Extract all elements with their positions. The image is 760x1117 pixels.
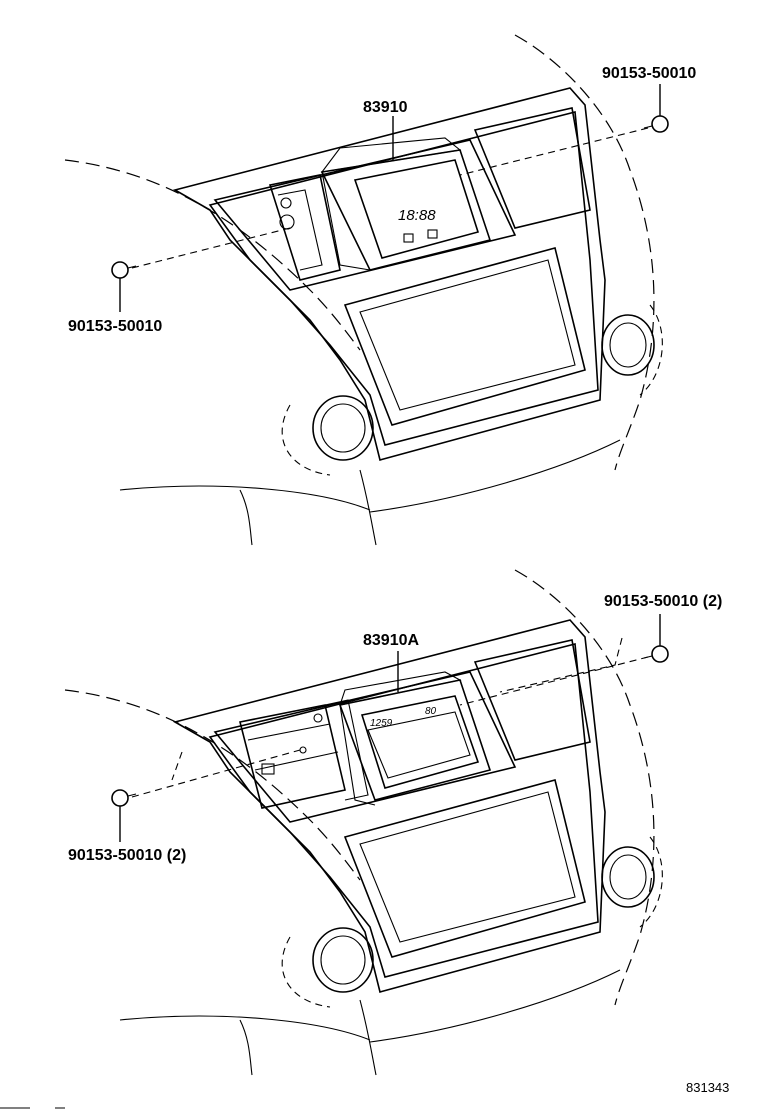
dash-edge	[369, 439, 621, 513]
bolt-line-left	[171, 751, 183, 781]
upper-pocket	[213, 671, 517, 823]
screen-opening-inner	[359, 791, 576, 943]
display-text-left: 1259	[370, 718, 393, 729]
bracket-hole	[299, 746, 307, 754]
dash-edge	[119, 1015, 371, 1041]
vent-opening	[473, 639, 591, 761]
bolt-left-icon	[111, 261, 137, 279]
clock-top	[320, 137, 462, 173]
bolt-line-right	[459, 127, 649, 176]
bracket-box	[239, 704, 346, 809]
dash-contour	[514, 34, 655, 471]
bolt-line-right	[499, 637, 623, 693]
bolt-label-top-left: 90153-50010	[68, 318, 162, 335]
dash-edge	[369, 969, 621, 1043]
vent-contour	[281, 936, 331, 1008]
bracket-hole	[280, 197, 292, 209]
center-bezel-inner	[208, 110, 599, 446]
clock-display-text: 18:88	[398, 207, 436, 224]
vent-contour	[281, 404, 331, 476]
screen-opening	[343, 247, 586, 426]
display-text-right: 80	[425, 706, 437, 717]
display-face	[360, 695, 480, 789]
display-side	[339, 704, 376, 806]
bracket-box-edge	[247, 723, 339, 771]
bolt-line-right	[459, 656, 649, 706]
round-vent-right	[601, 846, 655, 908]
bolt-left-icon	[111, 789, 137, 807]
dash-contour	[64, 689, 361, 881]
display-top	[339, 671, 462, 706]
round-vent-right-inner	[609, 322, 647, 368]
bolt-line-left	[131, 227, 291, 269]
bolt-label-bottom-left: 90153-50010 (2)	[68, 847, 186, 864]
bracket-hole	[313, 713, 323, 723]
dash-edge	[359, 469, 377, 546]
vent-contour	[639, 836, 663, 928]
bolt-right-icon	[643, 645, 669, 663]
dash-edge	[119, 485, 371, 511]
dash-contour	[514, 569, 655, 1006]
round-vent-left-inner	[320, 935, 366, 985]
reference-code: 831343	[686, 1080, 729, 1095]
top-assembly: 18:88 83910 90153-50010 90153-50010	[64, 34, 696, 546]
round-vent-right	[601, 314, 655, 376]
dash-edge	[359, 999, 377, 1076]
vent-opening	[473, 107, 591, 229]
part-label-top: 83910	[363, 99, 408, 116]
clock-bracket	[268, 174, 341, 281]
bolt-label-bottom-right: 90153-50010 (2)	[604, 593, 722, 610]
screen-opening-inner	[359, 259, 576, 411]
round-vent-left-inner	[320, 403, 366, 453]
round-vent-left	[312, 395, 374, 461]
round-vent-left	[312, 927, 374, 993]
bolt-line-left	[131, 749, 301, 798]
round-vent-right-inner	[609, 854, 647, 900]
bolt-right-icon	[643, 115, 669, 133]
part-label-bottom: 83910A	[363, 632, 419, 649]
bottom-assembly: 1259 80 83910A 90153-50010 (2)	[64, 569, 722, 1076]
clock-bracket-inner	[277, 189, 323, 271]
center-bezel-inner	[208, 642, 599, 978]
bracket-side	[324, 699, 369, 801]
clock-face	[353, 159, 480, 259]
bolt-label-top-right: 90153-50010	[602, 65, 696, 82]
dash-edge	[239, 489, 253, 546]
screen-opening	[343, 779, 586, 958]
upper-pocket	[213, 139, 517, 291]
bracket-tab	[261, 763, 275, 775]
vent-contour	[639, 304, 663, 396]
display-screen	[367, 711, 471, 779]
clock-button-icon	[403, 233, 414, 243]
dash-contour	[64, 159, 361, 351]
dash-edge	[239, 1019, 253, 1076]
clock-button-icon	[427, 229, 438, 239]
clock-side	[321, 171, 371, 271]
